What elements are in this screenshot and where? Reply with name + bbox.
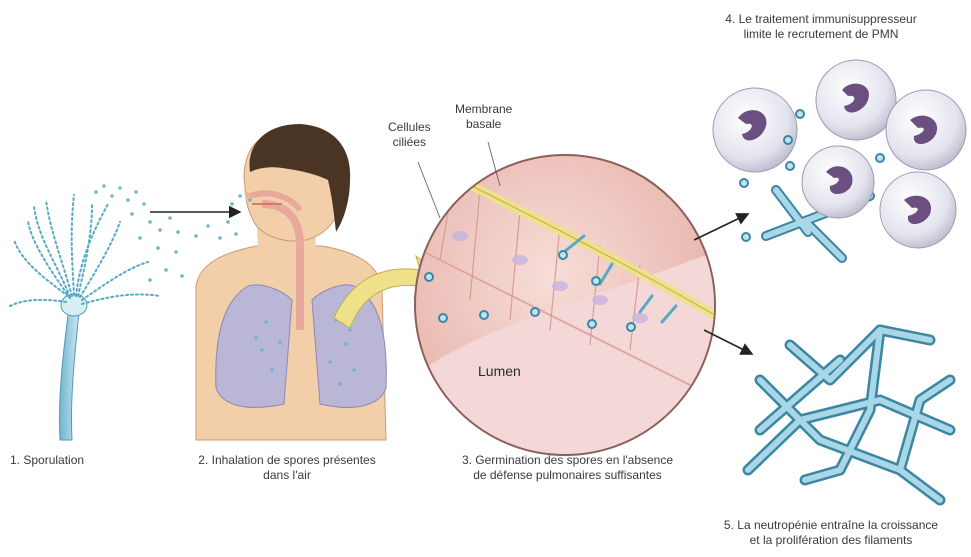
membrane-line-2: basale — [455, 117, 512, 132]
step-4-line-1: 4. Le traitement immunisuppresseur — [702, 12, 940, 27]
step-1-label: 1. Sporulation — [10, 453, 84, 468]
lumen-label: Lumen — [478, 364, 521, 379]
cilia-label: Cellules ciliées — [388, 120, 431, 150]
cilia-line-1: Cellules — [388, 120, 431, 135]
step-5-line-2: et la prolifération des filaments — [696, 533, 966, 548]
membrane-line-1: Membrane — [455, 102, 512, 117]
step-2-line-2: dans l'air — [178, 468, 396, 483]
step-4-label: 4. Le traitement immunisuppresseur limit… — [702, 12, 940, 42]
step-5-line-1: 5. La neutropénie entraîne la croissance — [696, 518, 966, 533]
step-5-label: 5. La neutropénie entraîne la croissance… — [696, 518, 966, 548]
cilia-leader-line — [418, 162, 440, 218]
step-2-label: 2. Inhalation de spores présentes dans l… — [178, 453, 396, 483]
step-3-line-1: 3. Germination des spores en l'absence — [430, 453, 705, 468]
membrane-label: Membrane basale — [455, 102, 512, 132]
step-4-line-2: limite le recrutement de PMN — [702, 27, 940, 42]
hyphae-network-illustration — [748, 330, 950, 500]
arrow-to-pmn — [694, 214, 748, 240]
step-2-line-1: 2. Inhalation de spores présentes — [178, 453, 396, 468]
airway-magnification — [410, 155, 720, 470]
step-3-line-2: de défense pulmonaires suffisantes — [430, 468, 705, 483]
step-3-label: 3. Germination des spores en l'absence d… — [430, 453, 705, 483]
human-torso-illustration — [196, 124, 386, 440]
cilia-line-2: ciliées — [388, 135, 431, 150]
neutrophils-illustration — [713, 60, 966, 258]
